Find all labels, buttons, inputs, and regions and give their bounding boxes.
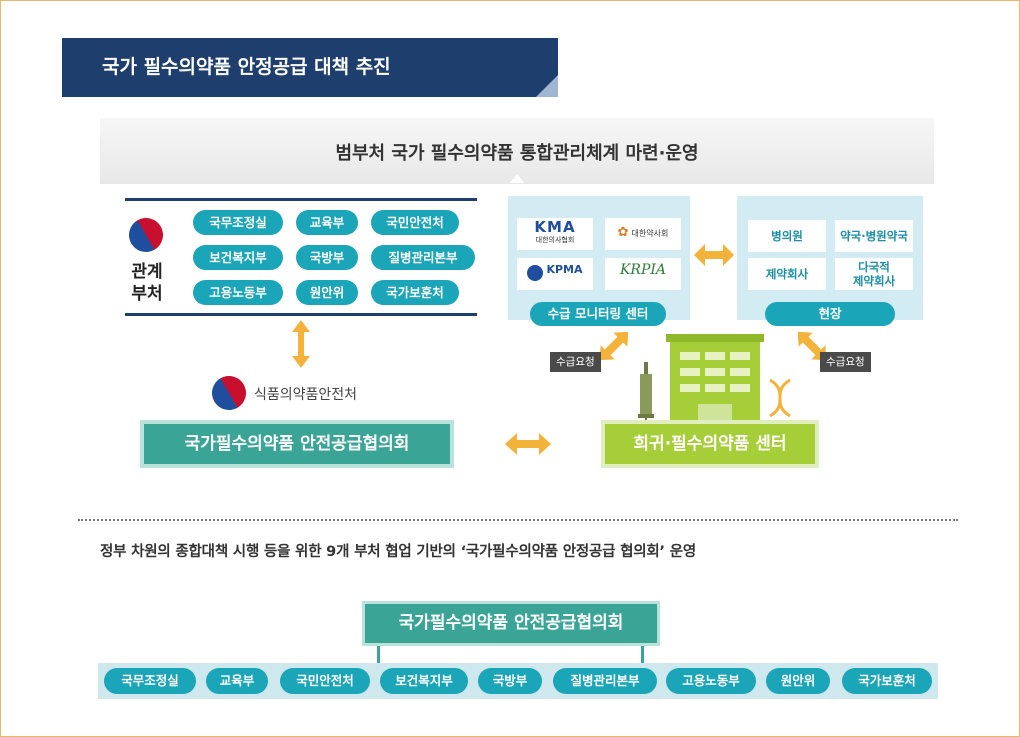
field-item: 약국·병원약국 <box>835 220 913 252</box>
field-item: 병의원 <box>748 220 826 252</box>
field-item: 다국적 제약회사 <box>835 258 913 290</box>
vertical-double-arrow-icon <box>292 320 310 368</box>
council-leg <box>641 646 644 664</box>
monitoring-center-box: KMA 대한의사협회 ✿대한약사회 KPMA KRPIA 수급 모니터링 센터 <box>508 196 690 326</box>
member-pill: 국무조정실 <box>104 668 196 694</box>
kpa-label: 대한약사회 <box>631 229 669 238</box>
horizontal-double-arrow-icon <box>694 244 734 266</box>
kpma-label: KPMA <box>546 263 583 276</box>
related-ministries-box: 관계 부처 국무조정실 교육부 국민안전처 보건복지부 국방부 질병관리본부 고… <box>122 198 477 316</box>
diagonal-double-arrow-icon <box>797 331 827 361</box>
ministry-pill: 원안위 <box>296 280 358 305</box>
dotted-divider <box>78 519 958 521</box>
ministry-pill: 교육부 <box>296 210 358 235</box>
label-line-1: 관계 <box>131 262 163 282</box>
kma-logo: KMA 대한의사협회 <box>517 218 593 250</box>
government-emblem-icon <box>205 369 253 417</box>
syringe-icon <box>638 362 654 426</box>
member-pill: 질병관리본부 <box>553 668 657 694</box>
page-title: 국가 필수의약품 안정공급 대책 추진 <box>62 38 558 97</box>
building-illustration <box>638 334 791 426</box>
summary-text: 정부 차원의 종합대책 시행 등을 위한 9개 부처 협업 기반의 ‘국가필수의… <box>100 544 696 560</box>
kpa-flower-icon: ✿ <box>617 225 629 240</box>
related-ministries-label: 관계 부처 <box>125 261 169 305</box>
member-pill: 고용노동부 <box>666 668 756 694</box>
council-leg <box>377 646 380 664</box>
member-pill: 원안위 <box>766 668 830 694</box>
member-pill: 국가보훈처 <box>842 668 932 694</box>
government-emblem-icon <box>122 211 170 259</box>
member-pill: 국방부 <box>478 668 542 694</box>
horizontal-double-arrow-icon <box>505 433 551 455</box>
supply-request-tag: 수급요청 <box>820 352 871 372</box>
member-pill: 국민안전처 <box>280 668 370 694</box>
monitoring-center-label: 수급 모니터링 센터 <box>530 302 666 326</box>
mfds-label: 식품의약품안전처 <box>254 387 358 403</box>
krpia-logo: KRPIA <box>605 258 681 290</box>
dna-icon <box>769 378 791 418</box>
kpma-logo: KPMA <box>517 258 593 290</box>
system-header: 범부처 국가 필수의약품 통합관리체계 마련·운영 <box>100 118 934 184</box>
diagonal-double-arrow-icon <box>599 331 629 361</box>
ministry-pill: 국무조정실 <box>193 210 283 235</box>
ministry-pill: 고용노동부 <box>193 280 283 305</box>
header-notch <box>510 174 524 183</box>
label-line-2: 부처 <box>131 284 163 304</box>
member-pill: 보건복지부 <box>380 668 468 694</box>
krpia-label: KRPIA <box>619 262 667 278</box>
council-box: 국가필수의약품 안전공급협의회 <box>140 420 454 468</box>
field-label: 현장 <box>765 302 895 326</box>
field-box: 병의원 약국·병원약국 제약회사 다국적 제약회사 현장 <box>737 196 923 326</box>
kma-sub: 대한의사협회 <box>535 236 575 244</box>
member-pill: 교육부 <box>206 668 268 694</box>
ministry-pill: 국민안전처 <box>371 210 459 235</box>
member-ministries-bar: 국무조정실 교육부 국민안전처 보건복지부 국방부 질병관리본부 고용노동부 원… <box>98 663 938 699</box>
ministry-pill: 국방부 <box>296 245 358 270</box>
ministry-pill: 질병관리본부 <box>371 245 475 270</box>
kpa-logo: ✿대한약사회 <box>605 218 681 250</box>
banner-fold <box>536 75 558 97</box>
kma-mark: KMA <box>534 218 576 236</box>
kpma-circle-icon <box>527 265 544 281</box>
field-item: 제약회사 <box>748 258 826 290</box>
mfds-logo: 식품의약품안전처 <box>205 369 412 417</box>
ministry-pill: 보건복지부 <box>193 245 283 270</box>
supply-request-tag: 수급요청 <box>550 352 601 372</box>
bottom-council-box: 국가필수의약품 안전공급협의회 <box>362 601 660 646</box>
ministry-pill: 국가보훈처 <box>371 280 459 305</box>
rare-drug-center-box: 희귀·필수의약품 센터 <box>601 420 819 468</box>
